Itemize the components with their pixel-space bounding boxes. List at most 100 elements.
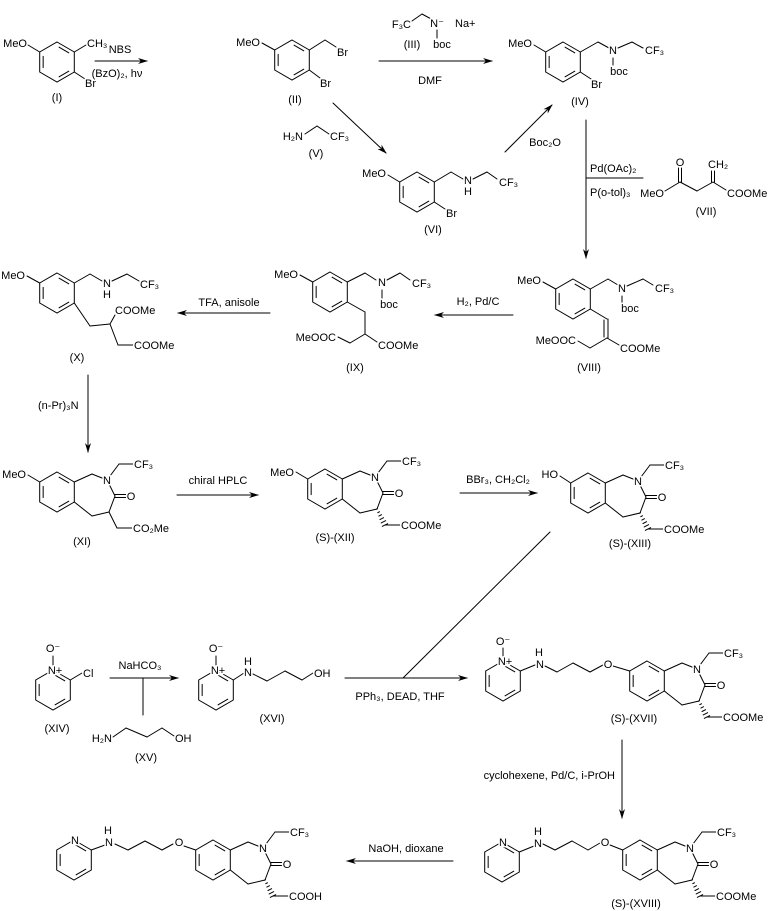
atom-label: O⁻ (46, 643, 61, 655)
atom-label: Br (337, 47, 348, 59)
ring-double-bond (574, 283, 586, 291)
atom-label: N (536, 659, 544, 671)
bond (27, 44, 41, 53)
bond (27, 474, 41, 483)
bond (579, 71, 592, 80)
atom-label: MeOOC (536, 335, 576, 347)
bond (266, 670, 286, 682)
compound-label: (S)-(XVII) (611, 713, 657, 725)
reagent-label: chiral HPLC (189, 475, 248, 487)
carbonyl-oxygen-label: O (127, 491, 136, 503)
atom-label: H (244, 656, 252, 668)
bond (232, 672, 245, 681)
reagent-label: NBS (109, 44, 132, 56)
ring-double-bond (58, 476, 70, 484)
atom-label: H (103, 289, 111, 301)
reagent-entry-line (402, 531, 551, 679)
compound-label: (III) (404, 39, 421, 51)
bond (264, 863, 272, 881)
atom-label: CF₃ (330, 131, 349, 143)
ester-group-label: COOMe (664, 524, 704, 536)
ester-group-label: CO₂Me (133, 523, 169, 535)
ring-double-bond (326, 473, 338, 481)
bond (247, 841, 264, 849)
ring-double-bond (214, 844, 226, 852)
atom-label: N (609, 45, 617, 57)
bond (359, 470, 376, 478)
ring-double-bond (75, 844, 87, 852)
bond (542, 281, 557, 290)
bond (518, 845, 535, 853)
bond (589, 308, 608, 320)
atom-label: MeOOC (296, 332, 336, 344)
bond (374, 460, 388, 478)
atom-label: Br (320, 78, 331, 90)
trifluoromethyl-label: CF₃ (290, 827, 309, 839)
nitrogen-label: N (693, 664, 701, 676)
bond (262, 847, 272, 865)
stereo-hash-bond (643, 524, 650, 528)
bond (261, 42, 276, 51)
bond (109, 314, 116, 325)
bond (559, 475, 572, 484)
bond (346, 301, 366, 313)
aromatic-ring (399, 171, 435, 213)
bond (387, 174, 401, 183)
ring-double-bond (564, 70, 576, 78)
carbonyl-oxygen-label: O (395, 488, 404, 500)
compound-label: (IV) (571, 96, 589, 108)
bond (308, 39, 326, 51)
atom-label: MeO (236, 37, 260, 49)
bond (533, 44, 547, 53)
bond (604, 474, 624, 484)
bond (89, 323, 111, 327)
reagent-label: Pd(OAc)₂ (590, 163, 636, 175)
stereo-hash-bond (693, 885, 698, 888)
benzene-ring (39, 471, 75, 513)
bond (681, 662, 698, 670)
ring-double-bond (326, 497, 338, 505)
ester-group-label: COOH (289, 891, 322, 903)
bond (341, 498, 361, 514)
bond (421, 13, 434, 21)
aromatic-ring (545, 41, 581, 83)
ring-double-bond (641, 868, 653, 876)
bond (301, 672, 314, 681)
bond (604, 502, 624, 518)
ring-double-bond (54, 698, 66, 706)
ring-double-bond (331, 276, 343, 284)
benzene-ring (629, 660, 665, 702)
atom-label: OH (175, 733, 192, 745)
stereo-hash-bond (268, 891, 275, 895)
bond (589, 664, 604, 673)
ring-double-bond (58, 301, 70, 309)
atom-label: Na+ (455, 18, 476, 30)
ester-group-label: COOMe (723, 712, 763, 724)
reagent-label: (n-Pr)₃N (38, 400, 79, 412)
reagent-label: BBr₃, CH₂Cl₂ (466, 474, 530, 486)
bond (656, 869, 676, 885)
bond (126, 273, 140, 282)
bond (433, 201, 446, 210)
bond (125, 727, 148, 738)
bond (696, 181, 714, 192)
atom-label: MeO (3, 38, 27, 50)
bond (111, 273, 128, 282)
bond (577, 340, 591, 349)
atom-label: COOMe (378, 340, 418, 352)
aromatic-ring (312, 271, 348, 313)
aromatic-ring (555, 278, 591, 320)
bond (374, 476, 384, 494)
bond (316, 125, 330, 135)
atom-label: CH₃ (87, 38, 107, 50)
atom-label: O (604, 659, 613, 671)
bond (349, 333, 366, 344)
bond (519, 664, 536, 672)
ring-double-bond (641, 844, 653, 852)
bond (299, 274, 314, 283)
bond (571, 840, 589, 851)
atom-label: N+ (48, 665, 62, 677)
compound-label: (I) (52, 92, 62, 104)
stereo-hash-bond (640, 515, 643, 518)
ring-double-bond (648, 665, 660, 673)
